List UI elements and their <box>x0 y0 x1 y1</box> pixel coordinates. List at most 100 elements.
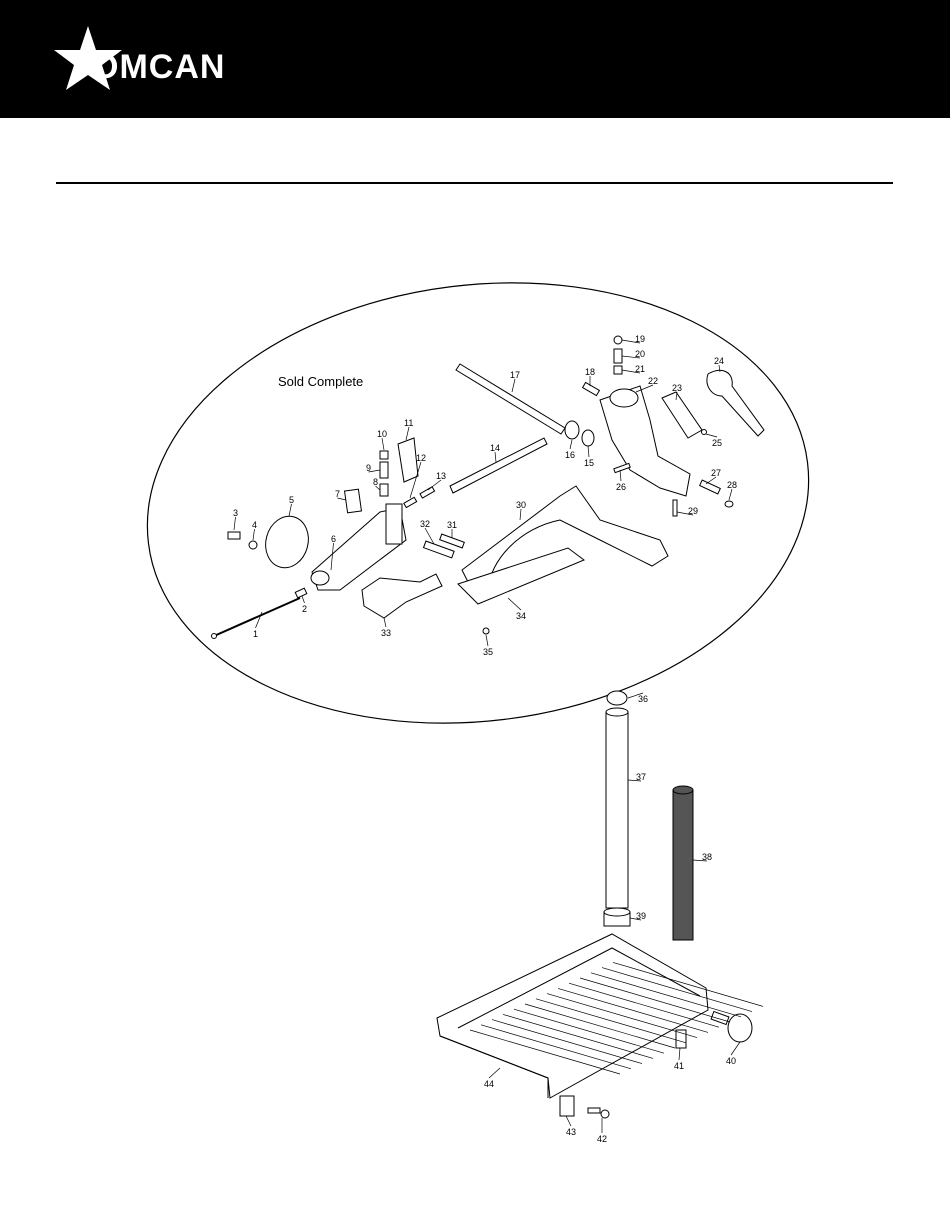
part-11-block <box>398 438 418 482</box>
leader-line-11 <box>406 427 409 440</box>
leader-line-33 <box>384 618 386 627</box>
part-33-handle <box>362 574 442 618</box>
part-label-26: 26 <box>616 482 626 492</box>
leader-line-43 <box>566 1116 571 1126</box>
part-label-15: 15 <box>584 458 594 468</box>
part-21-pin <box>614 366 622 374</box>
leader-line-40 <box>731 1042 740 1055</box>
part-label-27: 27 <box>711 468 721 478</box>
part-10-cap <box>380 451 388 459</box>
part-36-cap <box>607 691 627 705</box>
leader-line-26 <box>620 470 621 481</box>
part-24-wrench <box>707 370 764 436</box>
part-label-37: 37 <box>636 772 646 782</box>
part-label-3: 3 <box>233 508 238 518</box>
part-label-9: 9 <box>366 463 371 473</box>
leader-line-25 <box>706 434 717 437</box>
part-label-7: 7 <box>335 489 340 499</box>
part-label-5: 5 <box>289 495 294 505</box>
leader-line-4 <box>253 529 255 540</box>
part-label-21: 21 <box>635 364 645 374</box>
part-label-12: 12 <box>416 453 426 463</box>
part-label-43: 43 <box>566 1127 576 1137</box>
leader-line-1 <box>256 612 263 628</box>
leader-line-14 <box>495 452 496 462</box>
part-label-18: 18 <box>585 367 595 377</box>
leader-line-30 <box>520 509 521 520</box>
part-label-23: 23 <box>672 383 682 393</box>
part-label-4: 4 <box>252 520 257 530</box>
part-44-tray <box>437 934 708 1098</box>
part-20-spring <box>614 349 622 363</box>
part-28-knob <box>725 501 733 507</box>
leader-line-17 <box>512 379 515 392</box>
part-19-cap <box>614 336 622 344</box>
part-4-washer <box>249 541 257 549</box>
part-label-34: 34 <box>516 611 526 621</box>
part-label-22: 22 <box>648 376 658 386</box>
part-label-28: 28 <box>727 480 737 490</box>
part-label-6: 6 <box>331 534 336 544</box>
leader-line-35 <box>486 635 488 646</box>
part-29-pin <box>673 500 677 516</box>
sold-complete-caption: Sold Complete <box>278 374 363 389</box>
part-label-35: 35 <box>483 647 493 657</box>
leader-line-44 <box>489 1068 500 1078</box>
part-8-pin <box>380 484 388 496</box>
leader-line-10 <box>382 438 384 450</box>
part-label-16: 16 <box>565 450 575 460</box>
part-label-11: 11 <box>404 418 413 428</box>
part-18-pin <box>583 382 600 395</box>
leader-line-41 <box>679 1048 680 1060</box>
leader-line-15 <box>588 446 589 457</box>
part-25-screw <box>702 430 707 435</box>
part-27-spring <box>700 480 721 494</box>
part-label-2: 2 <box>302 604 307 614</box>
part-label-39: 39 <box>636 911 646 921</box>
part-label-20: 20 <box>635 349 645 359</box>
part-40-screw <box>711 1012 729 1025</box>
part-26-screw <box>614 463 630 472</box>
part-label-17: 17 <box>510 370 520 380</box>
part-label-29: 29 <box>688 506 698 516</box>
part-label-42: 42 <box>597 1134 607 1144</box>
leader-line-28 <box>729 489 732 500</box>
leader-line-16 <box>570 440 572 449</box>
part-label-14: 14 <box>490 443 500 453</box>
part-15-bushing <box>582 430 594 446</box>
part-label-19: 19 <box>635 334 645 344</box>
part-5-disc <box>260 511 314 572</box>
part-label-33: 33 <box>381 628 391 638</box>
part-label-24: 24 <box>714 356 724 366</box>
part-label-31: 31 <box>447 520 457 530</box>
leader-line-13 <box>428 480 441 490</box>
part-3-screw <box>228 532 240 539</box>
leader-line-34 <box>508 598 521 610</box>
part-label-41: 41 <box>674 1061 684 1071</box>
part-2-spring <box>295 588 307 598</box>
part-label-8: 8 <box>373 477 378 487</box>
part-label-1: 1 <box>253 629 258 639</box>
part-13-spring <box>420 487 435 498</box>
part-1-end <box>212 634 217 639</box>
leader-line-3 <box>234 517 236 530</box>
part-label-10: 10 <box>377 429 387 439</box>
part-37-tube <box>606 712 628 908</box>
part-label-30: 30 <box>516 500 526 510</box>
part-40-knob <box>728 1014 752 1042</box>
part-38-tube <box>673 790 693 940</box>
part-7-plate <box>345 489 362 513</box>
part-35-nut <box>483 628 489 634</box>
part-label-25: 25 <box>712 438 722 448</box>
part-label-13: 13 <box>436 471 446 481</box>
part-43-clip <box>560 1096 574 1116</box>
leader-line-5 <box>289 504 292 516</box>
part-label-36: 36 <box>638 694 648 704</box>
part-42-screw <box>588 1108 600 1113</box>
part-label-40: 40 <box>726 1056 736 1066</box>
part-12-screw <box>404 497 417 507</box>
part-label-32: 32 <box>420 519 430 529</box>
part-9-spring <box>380 462 388 478</box>
part-16-bushing <box>565 421 579 439</box>
